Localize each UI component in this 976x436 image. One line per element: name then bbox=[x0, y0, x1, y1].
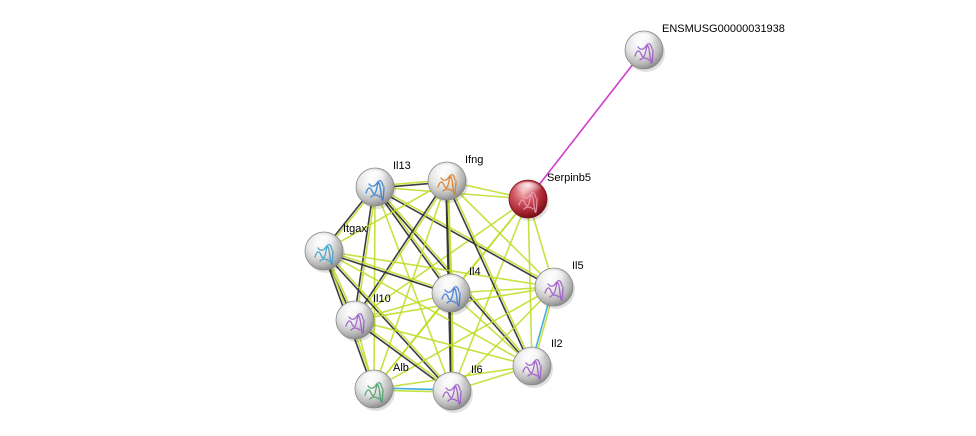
node-highlight bbox=[630, 33, 658, 49]
node-label-il6: Il6 bbox=[471, 364, 483, 376]
edge-ifng-il2-text-mining[interactable] bbox=[447, 180, 534, 366]
edge-ensmusg00000031938-serpinb5-experimental[interactable] bbox=[527, 49, 645, 200]
node-label-il5: Il5 bbox=[572, 260, 584, 272]
node-serpinb5[interactable]: Serpinb5 bbox=[508, 172, 591, 221]
edge-itgax-il4-text-mining[interactable] bbox=[324, 249, 452, 293]
edge-il5-il6-text-mining[interactable] bbox=[451, 286, 555, 392]
edges bbox=[322, 49, 645, 393]
edge-il10-il6-text-mining[interactable] bbox=[355, 318, 454, 391]
edge-il13-il5-text-mining[interactable] bbox=[375, 185, 555, 287]
node-il10[interactable]: Il10 bbox=[335, 293, 391, 342]
node-highlight bbox=[514, 182, 542, 198]
node-ensmusg00000031938[interactable]: ENSMUSG00000031938 bbox=[624, 23, 785, 72]
node-label-alb: Alb bbox=[393, 362, 409, 374]
node-label-ensmusg00000031938: ENSMUSG00000031938 bbox=[662, 23, 785, 35]
node-highlight bbox=[361, 170, 389, 186]
node-highlight bbox=[433, 164, 461, 180]
node-il5[interactable]: Il5 bbox=[534, 260, 584, 309]
node-label-il4: Il4 bbox=[469, 266, 481, 278]
node-il6[interactable]: Il6 bbox=[432, 364, 483, 413]
node-il2[interactable]: Il2 bbox=[512, 338, 563, 388]
node-highlight bbox=[518, 349, 546, 365]
node-il13[interactable]: Il13 bbox=[355, 160, 411, 209]
node-highlight bbox=[438, 374, 466, 390]
node-label-il10: Il10 bbox=[373, 293, 391, 305]
edge-ifng-il10-text-mining[interactable] bbox=[355, 181, 449, 322]
edge-il4-alb-text-mining[interactable] bbox=[373, 292, 452, 390]
edge-serpinb5-il6-text-mining[interactable] bbox=[451, 198, 529, 392]
edge-itgax-il4-coexpression[interactable] bbox=[323, 251, 451, 295]
node-label-il13: Il13 bbox=[393, 160, 411, 172]
node-il4[interactable]: Il4 bbox=[431, 266, 481, 315]
edge-itgax-il6-text-mining[interactable] bbox=[324, 249, 454, 391]
node-alb[interactable]: Alb bbox=[354, 362, 409, 411]
edge-il13-il10-coexpression[interactable] bbox=[353, 186, 375, 320]
edge-itgax-il6-coexpression[interactable] bbox=[322, 251, 452, 393]
node-ifng[interactable]: Ifng bbox=[427, 154, 483, 203]
edge-serpinb5-il10-text-mining[interactable] bbox=[354, 198, 529, 321]
node-itgax[interactable]: Itgax bbox=[304, 223, 367, 273]
edge-il13-il6-text-mining[interactable] bbox=[374, 186, 453, 392]
edge-il10-il2-text-mining[interactable] bbox=[354, 319, 533, 367]
edge-itgax-il5-text-mining[interactable] bbox=[323, 250, 555, 288]
node-label-itgax: Itgax bbox=[343, 223, 367, 235]
edge-ifng-il5-text-mining[interactable] bbox=[446, 180, 555, 288]
node-highlight bbox=[341, 303, 369, 319]
edge-il5-alb-text-mining[interactable] bbox=[373, 286, 555, 390]
node-highlight bbox=[437, 276, 465, 292]
node-highlight bbox=[360, 372, 388, 388]
node-label-il2: Il2 bbox=[551, 338, 563, 350]
node-label-serpinb5: Serpinb5 bbox=[547, 172, 591, 184]
edge-ifng-il10-coexpression[interactable] bbox=[353, 179, 447, 320]
edge-il13-il4-coexpression[interactable] bbox=[373, 187, 451, 295]
edge-ifng-alb-text-mining[interactable] bbox=[373, 180, 448, 390]
node-highlight bbox=[540, 270, 568, 286]
edge-il13-il10-text-mining[interactable] bbox=[355, 187, 377, 321]
edge-ifng-itgax-text-mining[interactable] bbox=[323, 180, 448, 252]
edge-ifng-il2-coexpression[interactable] bbox=[445, 181, 532, 367]
node-highlight bbox=[310, 234, 338, 250]
node-label-ifng: Ifng bbox=[465, 154, 483, 166]
